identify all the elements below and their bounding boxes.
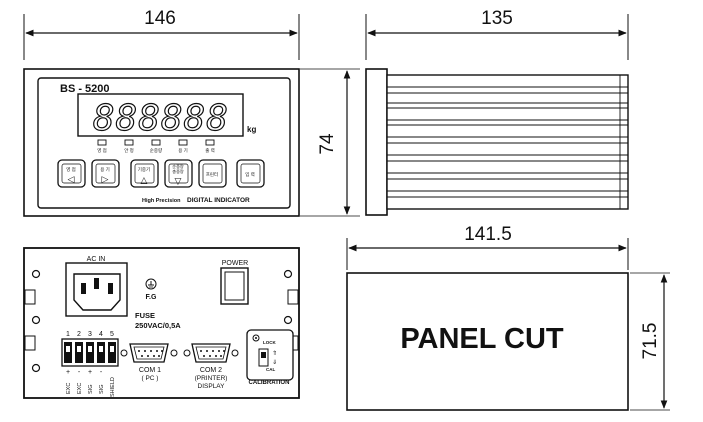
fuse-label: FUSE (135, 311, 155, 320)
fuse-rating: 250VAC/0,5A (135, 321, 181, 330)
svg-text:기중기: 기중기 (138, 166, 150, 173)
svg-text:SHIELD: SHIELD (110, 377, 116, 397)
printer-button[interactable] (198, 159, 227, 188)
left-arrow-icon: ◁ (68, 174, 75, 184)
indicator-label: 출 력 (205, 147, 215, 154)
indicator-label: 순중량 (150, 147, 162, 153)
front-view: 146 BS - 5200 888888 kg 영 점 안 정 순중량 용 기 … (23, 8, 300, 217)
svg-text:-: - (100, 369, 103, 376)
power-label: POWER (222, 260, 248, 267)
right-arrow-icon: ▷ (102, 174, 109, 184)
com1-port[interactable] (120, 343, 178, 363)
indicator-label: 영 점 (97, 147, 107, 153)
housing-body (386, 74, 629, 210)
led-display (77, 93, 244, 137)
model-name: BS - 5200 (60, 83, 110, 95)
rear-view: AC IN F.G POWER FUSE 250VAC/0,5A 1 2 3 4… (23, 247, 300, 399)
net-gross-button[interactable] (164, 159, 193, 188)
svg-text:4: 4 (99, 331, 103, 338)
svg-text:5: 5 (110, 331, 114, 338)
com2-sublabel-printer: (PRINTER) (195, 375, 228, 382)
svg-text:입 력: 입 력 (245, 171, 255, 178)
side-view: 135 74 (300, 8, 629, 217)
down-arrow-icon: ⇓ (272, 359, 277, 366)
height-label: 74 (317, 133, 338, 155)
svg-text:프린터: 프린터 (206, 171, 218, 178)
lock-label: LOCK (263, 340, 276, 345)
ac-in-label: AC IN (87, 256, 106, 263)
svg-text:EXC: EXC (66, 383, 72, 394)
display-digits: 888888 (93, 98, 229, 139)
status-indicators: 영 점 안 정 순중량 용 기 출 력 (97, 139, 215, 154)
com1-sublabel: ( PC ) (142, 375, 159, 382)
svg-text:EXC: EXC (77, 383, 83, 394)
up-arrow-icon: △ (141, 175, 148, 185)
zero-button[interactable] (57, 159, 86, 188)
svg-text:3: 3 (88, 331, 92, 338)
up-arrow-icon: ⇑ (272, 350, 277, 357)
calibration-box (246, 329, 294, 381)
com2-label: COM 2 (200, 367, 222, 374)
indicator-label: 안 정 (124, 147, 134, 153)
terminal-block: 1 2 3 4 5 + - + - EXC (61, 331, 119, 397)
brand-large: DIGITAL INDICATOR (187, 197, 250, 204)
svg-text:SIG: SIG (88, 385, 94, 394)
svg-text:1: 1 (66, 331, 70, 338)
tare-button[interactable] (91, 159, 120, 188)
unit-label: kg (247, 125, 256, 134)
down-arrow-icon: ▽ (175, 176, 182, 186)
svg-text:2: 2 (77, 331, 81, 338)
com1-label: COM 1 (139, 367, 161, 374)
com2-port[interactable] (183, 343, 239, 363)
panel-cut-label: PANEL CUT (400, 323, 564, 355)
fg-label: F.G (146, 294, 157, 301)
side-length-label: 135 (481, 8, 513, 29)
panel-cut-height-label: 71.5 (640, 323, 661, 360)
svg-text:-: - (78, 369, 81, 376)
svg-text:총중량: 총중량 (172, 168, 184, 174)
front-width-label: 146 (144, 8, 176, 29)
svg-text:용 기: 용 기 (100, 166, 110, 173)
panel-cut-outline (346, 272, 629, 411)
svg-text:영 점: 영 점 (66, 166, 76, 172)
brand-small: High Precision (142, 198, 181, 204)
enter-button[interactable] (236, 159, 265, 188)
svg-text:순중량: 순중량 (172, 163, 184, 169)
svg-text:+: + (88, 369, 92, 376)
cal-label: CAL (266, 367, 275, 372)
calibration-label: CALIBRATION (249, 380, 290, 386)
panel-cut-width-label: 141.5 (464, 224, 512, 245)
front-buttons: 영 점 ◁ 용 기 ▷ 기중기 △ 순중량 총중량 ▽ 프린터 입 력 (57, 159, 265, 188)
svg-text:SIG: SIG (99, 385, 105, 394)
indicator-label: 용 기 (178, 147, 188, 154)
accumulate-button[interactable] (130, 159, 159, 188)
com2-sublabel-display: DISPLAY (198, 383, 226, 390)
panel-cut-view: 141.5 PANEL CUT 71.5 (346, 224, 670, 411)
svg-text:+: + (66, 369, 70, 376)
